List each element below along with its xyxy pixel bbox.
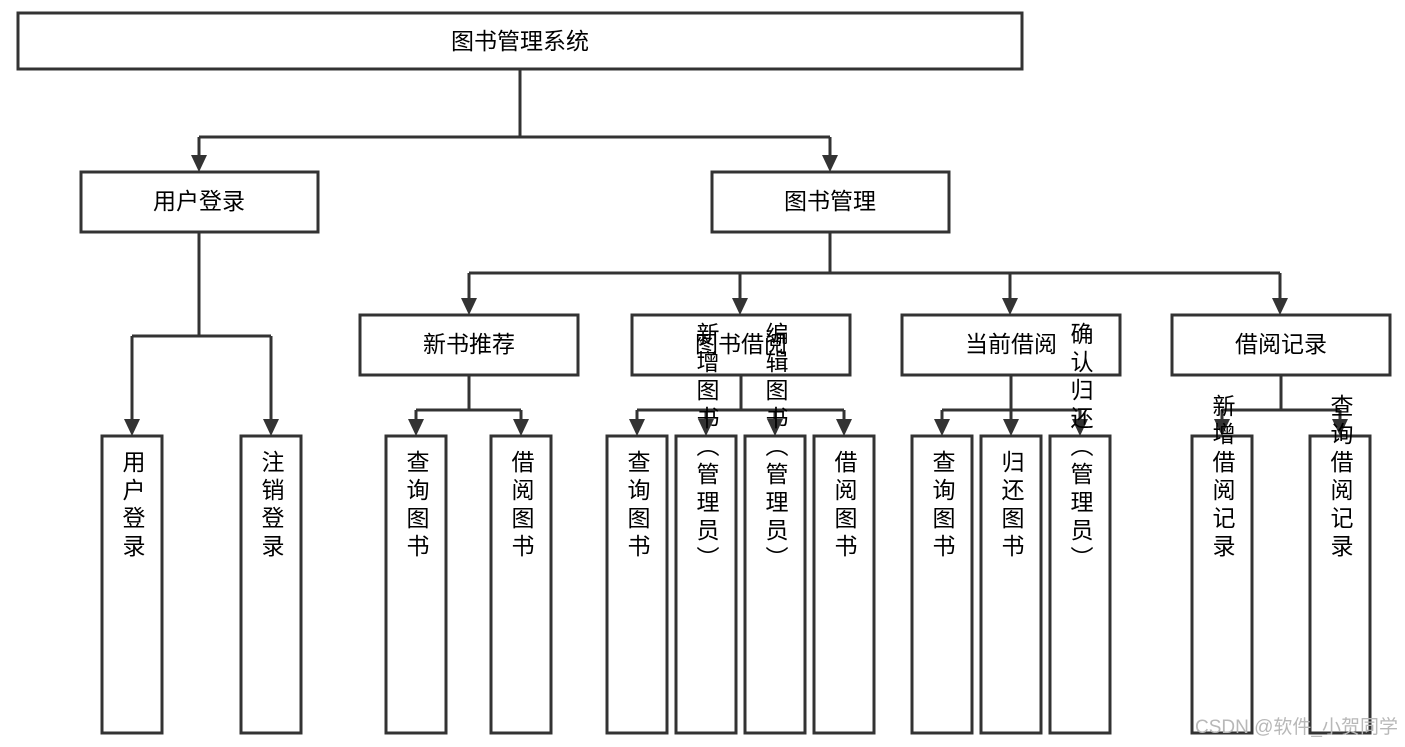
leaf-query-book-1-label: 查询图书 [403, 450, 430, 562]
arrow-head-icon-leaf-user-login [124, 419, 140, 436]
leaf-confirm-return[interactable]: 确认归还（管理员） [1048, 322, 1112, 735]
leaf-query-book-1-box[interactable] [384, 434, 448, 735]
leaf-return-book-label: 归还图书 [998, 450, 1025, 562]
node-user-login-label: 用户登录 [153, 188, 245, 214]
arrow-head-icon-leaf-add-borrow-record [1214, 419, 1230, 436]
node-root-label: 图书管理系统 [451, 28, 589, 54]
leaf-query-book-3-label: 查询图书 [929, 450, 956, 562]
node-new-book-recommend[interactable]: 新书推荐 [358, 313, 580, 377]
leaf-edit-book[interactable]: 编辑图书（管理员） [743, 322, 807, 735]
leaf-borrow-book-2-box[interactable] [812, 434, 876, 735]
arrow-head-icon-leaf-add-book [698, 419, 714, 436]
node-book-borrow[interactable]: 图书借阅 [630, 313, 852, 377]
node-current-borrow-label: 当前借阅 [965, 331, 1057, 357]
leaf-query-book-2-box[interactable] [605, 434, 669, 735]
leaf-logout-login-box[interactable] [239, 434, 303, 735]
leaf-add-book-label: 新增图书（管理员） [693, 322, 720, 574]
arrow-head-icon-borrowrecord [1272, 298, 1288, 315]
leaf-query-borrow-record[interactable]: 查询借阅记录 [1308, 394, 1372, 735]
node-root-box[interactable] [16, 11, 1024, 71]
node-current-borrow[interactable]: 当前借阅 [900, 313, 1122, 377]
arrow-head-icon-leaf-confirm-return [1072, 419, 1088, 436]
arrow-head-icon-leaf-borrow-book-1 [513, 419, 529, 436]
node-user-login[interactable]: 用户登录 [79, 170, 320, 234]
leaf-query-book-3[interactable]: 查询图书 [910, 434, 974, 735]
leaf-logout-login[interactable]: 注销登录 [239, 434, 303, 735]
leaf-logout-login-label: 注销登录 [258, 450, 285, 562]
leaf-return-book-box[interactable] [979, 434, 1043, 735]
leaf-query-borrow-record-box[interactable] [1308, 434, 1372, 735]
arrow-head-icon-leaf-return-book [1003, 419, 1019, 436]
arrow-head-icon-bookborrow [732, 298, 748, 315]
watermark: CSDN @软件_小贺同学 [1195, 716, 1398, 738]
node-book-borrow-label: 图书借阅 [695, 331, 787, 357]
leaf-return-book[interactable]: 归还图书 [979, 434, 1043, 735]
leaf-add-borrow-record[interactable]: 新增借阅记录 [1190, 394, 1254, 735]
leaf-borrow-book-2[interactable]: 借阅图书 [812, 434, 876, 735]
arrow-head-icon-newbook [461, 298, 477, 315]
arrow-head-icon-leaf-query-book-1 [408, 419, 424, 436]
node-book-management-label: 图书管理 [784, 188, 876, 214]
node-borrow-record-label: 借阅记录 [1235, 331, 1327, 357]
arrow-head-icon-currentborrow [1002, 298, 1018, 315]
leaf-add-borrow-record-label: 新增借阅记录 [1209, 394, 1236, 562]
leaf-confirm-return-label: 确认归还（管理员） [1067, 322, 1094, 574]
node-book-borrow-box[interactable] [630, 313, 852, 377]
node-book-management[interactable]: 图书管理 [710, 170, 951, 234]
node-root[interactable]: 图书管理系统 [16, 11, 1024, 71]
arrow-head-icon-leaf-query-book-3 [934, 419, 950, 436]
leaf-user-login[interactable]: 用户登录 [100, 434, 164, 735]
arrow-head-icon-leaf-query-borrow-record [1332, 419, 1348, 436]
leaf-borrow-book-1-box[interactable] [489, 434, 553, 735]
node-book-management-box[interactable] [710, 170, 951, 234]
leaf-edit-book-label: 编辑图书（管理员） [762, 322, 789, 574]
leaf-user-login-label: 用户登录 [119, 450, 146, 562]
node-new-book-recommend-label: 新书推荐 [423, 331, 515, 357]
leaf-query-borrow-record-label: 查询借阅记录 [1327, 394, 1354, 562]
arrow-head-icon-leaf-borrow-book-2 [836, 419, 852, 436]
leaf-add-book[interactable]: 新增图书（管理员） [674, 322, 738, 735]
leaf-edit-book-box[interactable] [743, 434, 807, 735]
leaf-borrow-book-2-label: 借阅图书 [831, 450, 858, 562]
leaf-add-book-box[interactable] [674, 434, 738, 735]
leaf-add-borrow-record-box[interactable] [1190, 434, 1254, 735]
arrow-head-icon-leaf-edit-book [767, 419, 783, 436]
leaf-query-book-3-box[interactable] [910, 434, 974, 735]
node-current-borrow-box[interactable] [900, 313, 1122, 377]
leaf-query-book-2-label: 查询图书 [624, 450, 651, 562]
node-borrow-record[interactable]: 借阅记录 [1170, 313, 1392, 377]
node-borrow-record-box[interactable] [1170, 313, 1392, 377]
node-new-book-recommend-box[interactable] [358, 313, 580, 377]
arrow-head-icon-leaf-query-book-2 [629, 419, 645, 436]
leaf-confirm-return-box[interactable] [1048, 434, 1112, 735]
arrow-head-icon-userlogin [191, 155, 207, 172]
arrow-head-icon-bookmgmt [822, 155, 838, 172]
leaf-borrow-book-1-label: 借阅图书 [508, 450, 535, 562]
leaf-query-book-2[interactable]: 查询图书 [605, 434, 669, 735]
arrow-head-icon-leaf-logout-login [263, 419, 279, 436]
leaf-borrow-book-1[interactable]: 借阅图书 [489, 434, 553, 735]
leaf-user-login-box[interactable] [100, 434, 164, 735]
leaf-query-book-1[interactable]: 查询图书 [384, 434, 448, 735]
